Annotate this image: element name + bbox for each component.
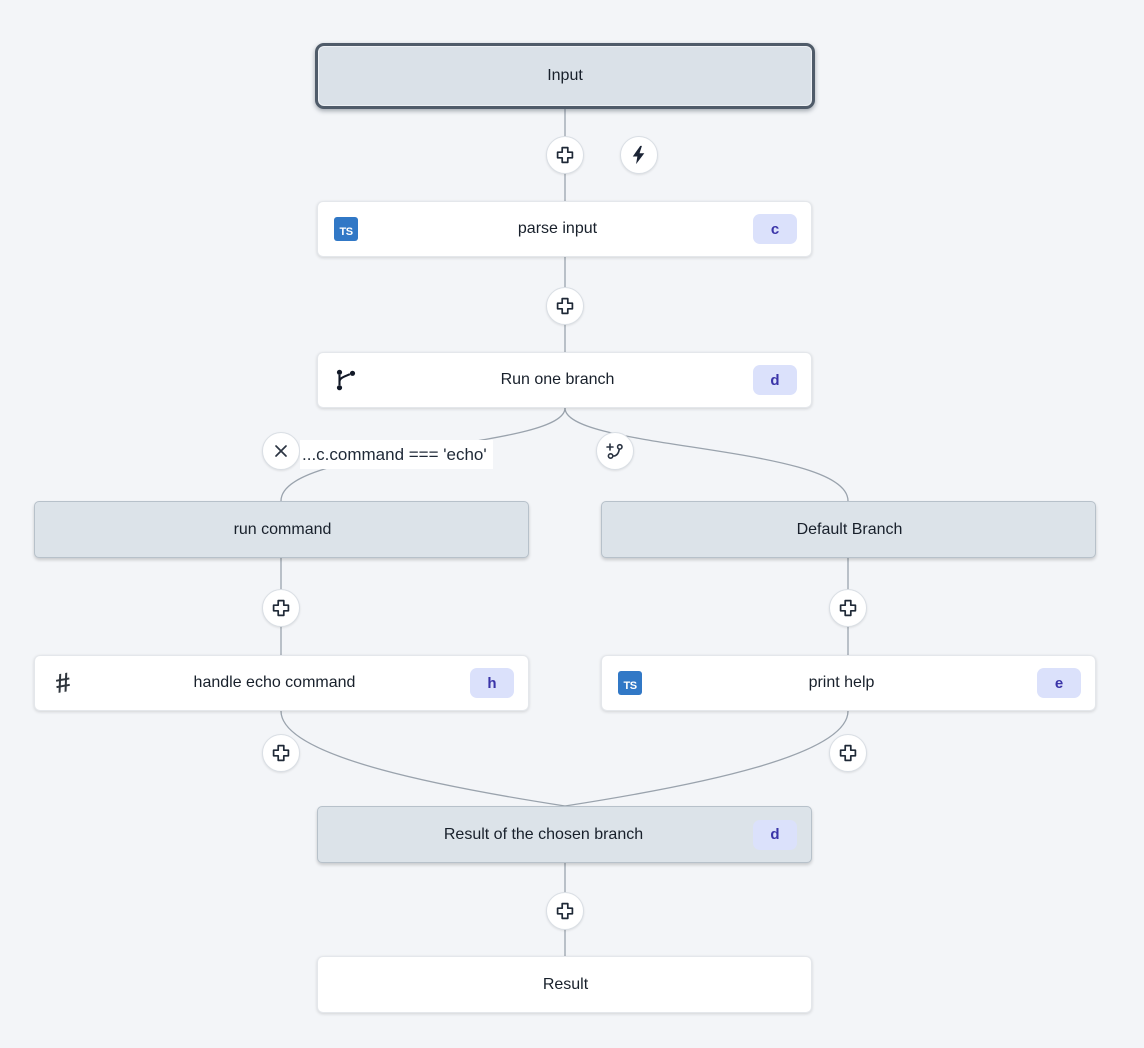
node-parse-input[interactable]: TS parse input c: [317, 201, 812, 257]
node-print-help[interactable]: TS print help e: [601, 655, 1096, 711]
module-id-badge: d: [753, 365, 797, 395]
typescript-icon: TS: [334, 217, 358, 241]
plus-icon: [839, 744, 857, 762]
plus-icon: [556, 297, 574, 315]
branch-header-default[interactable]: Default Branch: [601, 501, 1096, 558]
typescript-icon: TS: [618, 671, 642, 695]
add-branch-button[interactable]: [596, 432, 634, 470]
branch-condition-label: ...c.command === 'echo': [300, 440, 493, 469]
plus-icon: [272, 744, 290, 762]
add-step-button[interactable]: [829, 589, 867, 627]
node-result-of-chosen-branch[interactable]: Result of the chosen branch d: [317, 806, 812, 863]
add-step-button[interactable]: [546, 287, 584, 325]
node-label: Run one branch: [500, 371, 615, 388]
module-id-badge: c: [753, 214, 797, 244]
node-label: print help: [808, 674, 875, 691]
connector: [280, 710, 566, 807]
module-id-badge: d: [753, 819, 797, 850]
branch-header-run-command[interactable]: run command: [34, 501, 529, 558]
node-result[interactable]: Result: [317, 956, 812, 1013]
connector: [564, 710, 849, 807]
x-icon: [275, 445, 287, 457]
connector: [564, 407, 849, 502]
plus-icon: [839, 599, 857, 617]
branch-label: run command: [233, 520, 332, 538]
add-step-button[interactable]: [262, 734, 300, 772]
plus-icon: [556, 902, 574, 920]
add-step-button[interactable]: [829, 734, 867, 772]
add-step-button[interactable]: [262, 589, 300, 627]
node-label: Result of the chosen branch: [443, 825, 644, 843]
module-id-badge: e: [1037, 668, 1081, 698]
plus-icon: [272, 599, 290, 617]
git-branch-icon: [334, 368, 358, 392]
trigger-button[interactable]: [620, 136, 658, 174]
add-step-button[interactable]: [546, 136, 584, 174]
bash-hash-icon: #: [52, 666, 74, 700]
node-label: Result: [542, 975, 589, 993]
node-input[interactable]: Input: [315, 43, 815, 109]
add-branch-icon: [606, 443, 623, 460]
lightning-icon: [632, 145, 645, 165]
node-label: Input: [547, 67, 583, 84]
node-label: parse input: [517, 220, 598, 237]
node-label: handle echo command: [193, 674, 356, 691]
branch-label: Default Branch: [796, 520, 903, 538]
add-step-button[interactable]: [546, 892, 584, 930]
plus-icon: [556, 146, 574, 164]
node-handle-echo-command[interactable]: # handle echo command h: [34, 655, 529, 711]
branch-condition-button[interactable]: [262, 432, 300, 470]
module-id-badge: h: [470, 668, 514, 698]
node-run-one-branch[interactable]: Run one branch d: [317, 352, 812, 408]
